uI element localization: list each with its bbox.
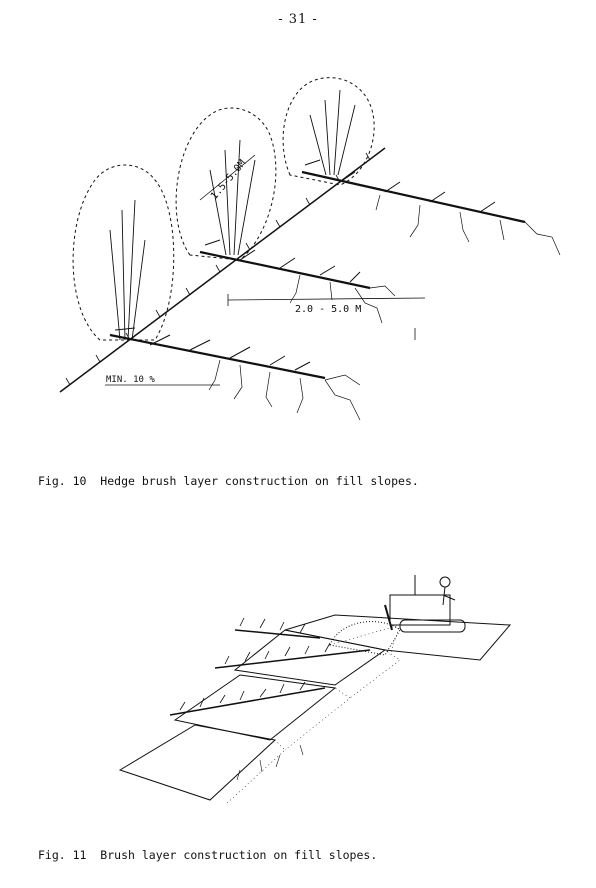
brush-layer-row-3 [234, 617, 321, 639]
brush-layer-row-2 [214, 642, 371, 669]
bulldozer [384, 575, 466, 633]
brush-layer-lower [109, 327, 326, 380]
figure-10-caption: Fig. 10 Hedge brush layer construction o… [38, 474, 419, 488]
height-dimension-label: 1.5-5.0M [209, 158, 248, 202]
dimension-lines [105, 154, 426, 386]
tree-canopy-upper [282, 77, 375, 186]
brush-layer-middle [199, 239, 371, 290]
figure-11-illustration [118, 575, 512, 806]
tree-canopy-middle [175, 107, 277, 261]
root-system [208, 194, 561, 421]
slope-gradient-label: MIN. 10 % [106, 375, 155, 385]
spacing-dimension-label: 2.0 - 5.0 M [295, 304, 361, 315]
brush-layer-upper [301, 159, 526, 224]
figure-10-illustration: 1.5-5.0M 2.0 - 5.0 M MIN. 10 % [59, 77, 561, 421]
tree-stems [109, 89, 356, 341]
brush-layer-row-1 [169, 681, 326, 716]
gravel-pile [329, 621, 401, 656]
soil-stipple [209, 624, 401, 806]
figure-11-caption: Fig. 11 Brush layer construction on fill… [38, 848, 378, 862]
top-platform [284, 614, 512, 661]
terrace-middle [173, 674, 337, 741]
tree-canopy-lower [72, 164, 175, 341]
page-number: - 31 - [278, 12, 318, 27]
root-system [236, 744, 304, 781]
slope-line [59, 147, 386, 393]
